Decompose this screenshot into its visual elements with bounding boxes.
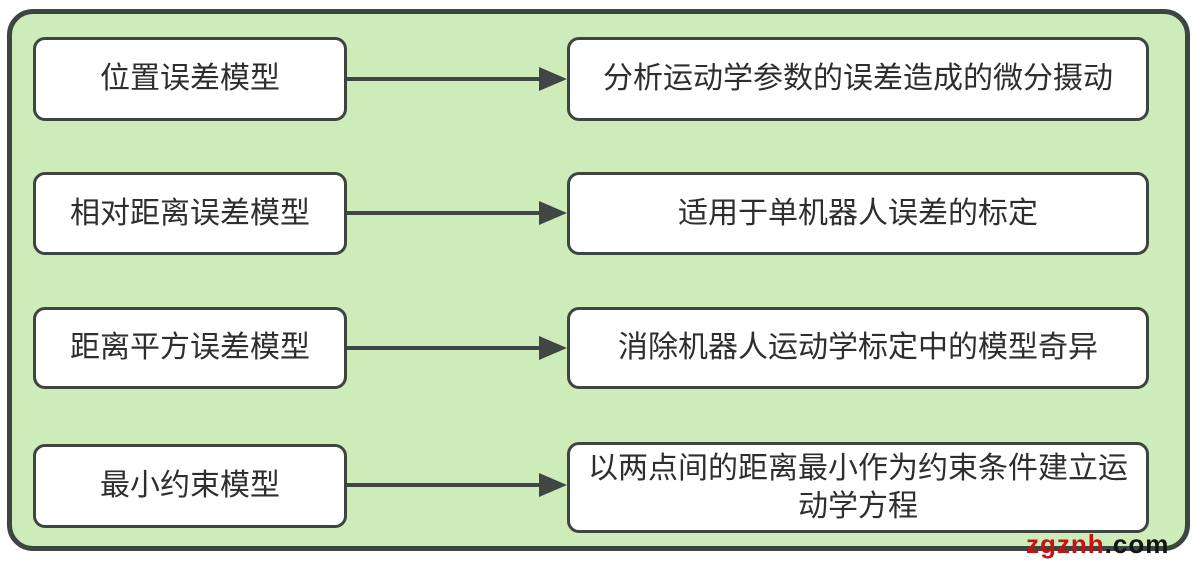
description-box-position-error: 分析运动学参数的误差造成的微分摄动 (567, 37, 1149, 121)
watermark: zgznh.com (1026, 529, 1169, 560)
model-box-minimum-constraint: 最小约束模型 (33, 444, 347, 528)
arrow-row-1 (347, 67, 567, 91)
watermark-site-name: zgznh (1026, 529, 1105, 559)
description-box-minimum-constraint: 以两点间的距离最小作为约束条件建立运动学方程 (567, 442, 1149, 533)
arrow-shaft (347, 77, 539, 81)
watermark-suffix: .com (1104, 529, 1170, 559)
description-box-distance-squared-error: 消除机器人运动学标定中的模型奇异 (567, 307, 1149, 389)
arrow-row-4 (347, 473, 567, 497)
arrow-head-icon (539, 336, 567, 360)
arrow-row-3 (347, 336, 567, 360)
arrow-head-icon (539, 201, 567, 225)
model-box-distance-squared-error: 距离平方误差模型 (33, 307, 347, 389)
arrow-row-2 (347, 201, 567, 225)
arrow-shaft (347, 483, 539, 487)
arrow-head-icon (539, 473, 567, 497)
arrow-shaft (347, 346, 539, 350)
model-box-position-error: 位置误差模型 (33, 37, 347, 121)
arrow-head-icon (539, 67, 567, 91)
arrow-shaft (347, 211, 539, 215)
description-box-relative-distance-error: 适用于单机器人误差的标定 (567, 172, 1149, 255)
model-box-relative-distance-error: 相对距离误差模型 (33, 172, 347, 255)
